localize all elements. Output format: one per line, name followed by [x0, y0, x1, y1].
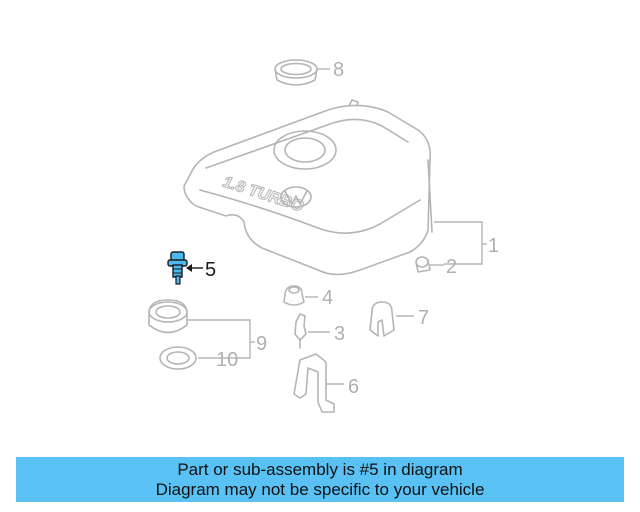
callout-7[interactable]: 7 [418, 307, 429, 329]
info-banner: Part or sub-assembly is #5 in diagram Di… [16, 457, 624, 502]
callout-1[interactable]: 1 [488, 235, 499, 257]
part-1-engine-cover[interactable] [183, 99, 433, 276]
part-7-bracket[interactable] [369, 301, 395, 337]
callout-6[interactable]: 6 [348, 376, 359, 398]
part-4-grommet[interactable] [283, 285, 305, 306]
callout-2[interactable]: 2 [446, 256, 457, 278]
part-6-mount-bracket[interactable] [293, 353, 335, 413]
part-8-cap[interactable] [274, 59, 318, 86]
part-3-stud[interactable] [294, 313, 307, 349]
callout-3[interactable]: 3 [334, 323, 345, 345]
callout-10[interactable]: 10 [216, 349, 238, 371]
callout-4[interactable]: 4 [322, 287, 333, 309]
parts-diagram: 8 1.8 TURBO 1 2 5 [148, 59, 499, 413]
callout-8[interactable]: 8 [333, 59, 344, 81]
part-9-grommet[interactable] [148, 299, 188, 334]
banner-line-1: Part or sub-assembly is #5 in diagram [177, 460, 463, 479]
part-10-ring[interactable] [159, 346, 197, 370]
callout-5[interactable]: 5 [205, 259, 216, 281]
banner-line-2: Diagram may not be specific to your vehi… [155, 480, 485, 499]
callout-9[interactable]: 9 [256, 333, 267, 355]
part-5-bolt[interactable] [167, 251, 188, 285]
leader-1 [434, 221, 483, 265]
leader-9-10 [188, 319, 251, 359]
part-2-clip[interactable] [415, 256, 431, 273]
